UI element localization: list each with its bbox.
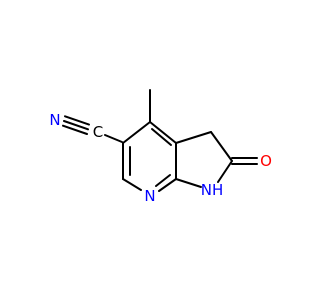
triple-bond-center [63,120,89,131]
bond-c2-n1 [217,160,233,183]
bond-c7a-n7-inner [155,174,171,187]
nitrile-group [62,115,123,143]
bond-n7-c6 [122,178,142,191]
triple-bond-outer-bottom [62,124,88,135]
bond-c3a-c3 [175,131,212,144]
bond-c4-c3a-inner [151,128,172,146]
triple-bond-outer-top [64,115,90,126]
molecule-structure: N C N NH O [49,89,272,205]
bond-c7a-n7 [158,178,177,192]
pyridine-nitrogen-label: N [144,187,155,205]
pyridine-ring [122,121,177,192]
bond-c3-c2 [210,131,233,162]
lactam-ring [175,131,233,188]
bond-c5-c4 [122,121,151,144]
carbonyl-group [231,157,258,165]
amide-nh-label: NH [201,181,224,199]
carbonyl-oxygen-label: O [260,152,272,170]
bond-nitrile-c-to-ring [104,134,123,143]
nitrile-nitrogen-label: N [49,111,60,129]
nitrile-carbon-label: C [93,123,103,141]
bond-n1-c7a [175,178,202,188]
bond-c4-c3a [149,121,177,144]
